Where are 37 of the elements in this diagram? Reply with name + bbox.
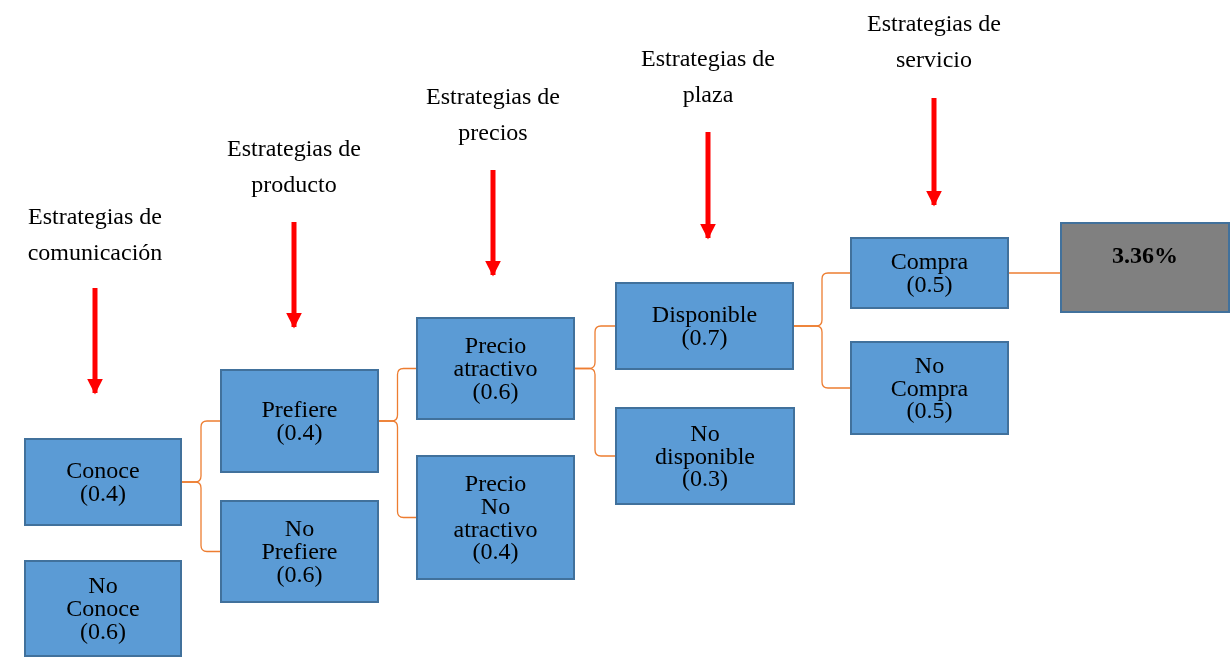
box-label: Prefiere (0.4) [260,398,339,444]
arrow [485,170,501,277]
bracket-connector [378,420,417,519]
bracket-connector [793,325,851,389]
probability-box [24,560,182,657]
probability-box [615,282,794,370]
box-label: Disponible (0.7) [650,303,759,349]
arrow [700,132,716,240]
arrow [286,222,302,329]
probability-box [850,237,1009,309]
arrow [87,288,103,395]
bracket-connector [181,481,221,553]
probability-box [850,341,1009,435]
box-label: Precio No atractivo (0.4) [452,471,539,564]
heading-text: Estrategias de servicio [866,9,1002,74]
bracket-connector [1008,272,1061,274]
bracket-connector [574,367,616,457]
box-label: No Compra (0.5) [889,353,970,423]
heading-text: Estrategias de plaza [640,44,776,109]
box-label: 3.36% [1111,244,1179,267]
box-label: Conoce (0.4) [65,459,141,505]
heading-text: Estrategias de precios [425,81,561,147]
box-label: Precio atractivo (0.6) [452,334,539,403]
probability-box [220,369,379,473]
probability-box [220,500,379,603]
arrow [926,98,942,207]
box-label: No Conoce (0.6) [65,574,141,643]
probability-box [416,455,575,580]
box-label: No disponible (0.3) [654,421,756,491]
result-box [1060,222,1230,313]
probability-box [416,317,575,420]
box-label: Compra (0.5) [889,250,970,296]
probability-box [24,438,182,526]
box-label: No Prefiere (0.6) [260,517,339,586]
probability-box [615,407,795,505]
heading-text: Estrategias de comunicación [26,202,164,267]
heading-text: Estrategias de producto [226,133,362,199]
